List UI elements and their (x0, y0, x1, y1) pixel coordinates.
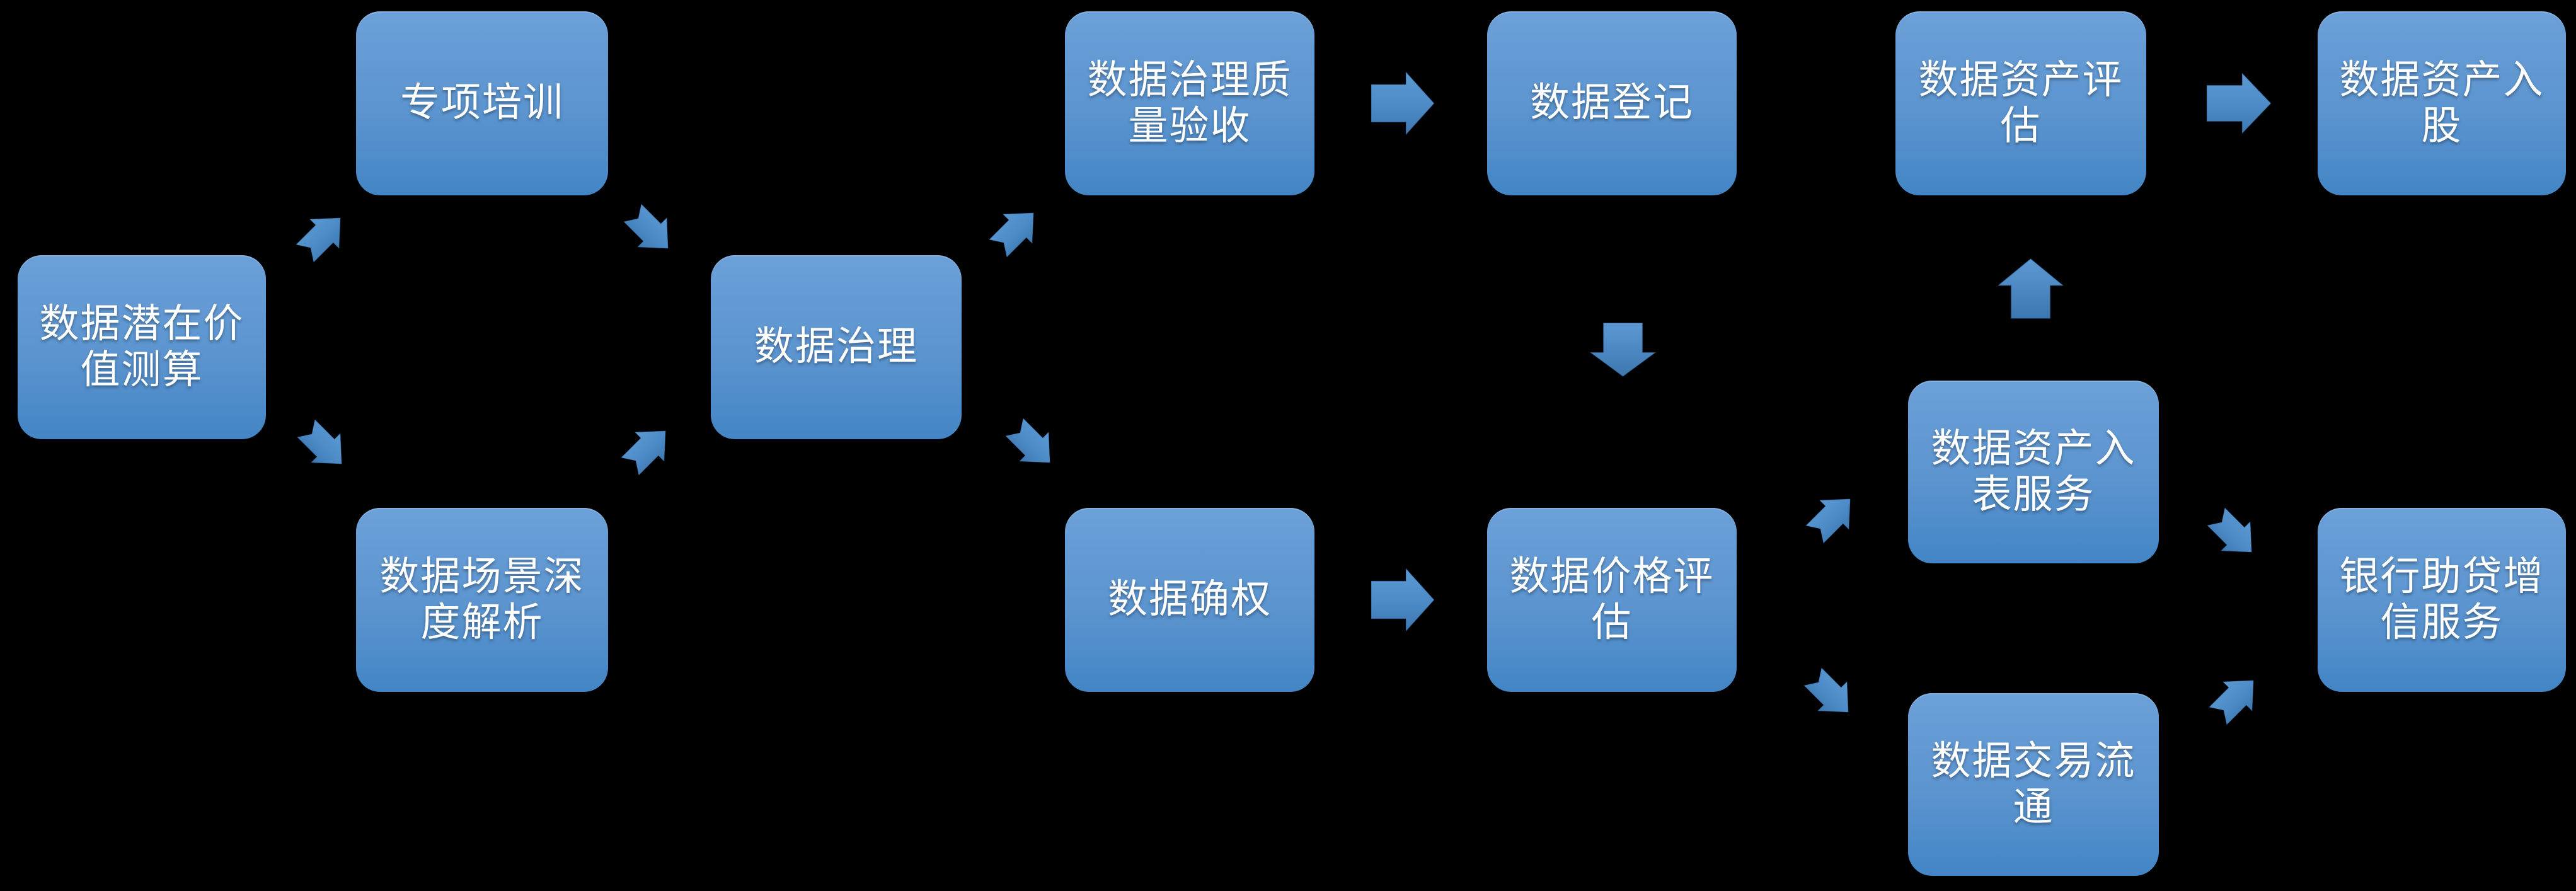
quality-to-registration-arrow-icon (1371, 71, 1435, 136)
price-to-entry-arrow-icon (1800, 484, 1865, 549)
flow-node-data-trading-circulation: 数据交易流 通 (1908, 693, 2159, 876)
trading-to-bank-arrow-icon (2203, 665, 2268, 730)
flow-node-bank-loan-credit-service: 银行助贷增 信服务 (2318, 508, 2566, 692)
flow-node-asset-balance-sheet-service: 数据资产入 表服务 (1908, 381, 2159, 563)
governance-to-quality-arrow-icon (983, 198, 1048, 263)
flow-node-scenario-deep-analysis: 数据场景深 度解析 (356, 508, 608, 692)
potential-to-scenario-arrow-icon (291, 413, 356, 478)
flow-node-data-governance: 数据治理 (711, 255, 962, 439)
evaluation-to-equity-arrow-icon (2206, 72, 2272, 135)
potential-to-training-arrow-icon (290, 203, 355, 268)
training-to-governance-arrow-icon (618, 198, 682, 263)
rights-to-price-arrow-icon (1371, 567, 1435, 633)
entry-to-bank-arrow-icon (2201, 502, 2266, 566)
price-to-trading-arrow-icon (1798, 662, 1863, 727)
flow-node-data-price-evaluation: 数据价格评 估 (1487, 508, 1737, 692)
flow-node-data-potential-value: 数据潜在价 值测算 (18, 255, 266, 439)
flow-node-data-rights-confirmation: 数据确权 (1065, 508, 1314, 692)
flow-node-data-asset-equity: 数据资产入 股 (2318, 11, 2566, 195)
flow-node-special-training: 专项培训 (356, 11, 608, 195)
governance-to-rights-arrow-icon (999, 412, 1064, 477)
registration-to-price-arrow-icon (1589, 322, 1657, 377)
flow-node-data-registration: 数据登记 (1487, 11, 1737, 195)
flow-node-governance-quality-acceptance: 数据治理质 量验收 (1065, 11, 1314, 195)
flow-node-data-asset-evaluation: 数据资产评 估 (1895, 11, 2146, 195)
entry-to-evaluation-arrow-icon (1996, 258, 2064, 319)
scenario-to-governance-arrow-icon (615, 416, 680, 481)
